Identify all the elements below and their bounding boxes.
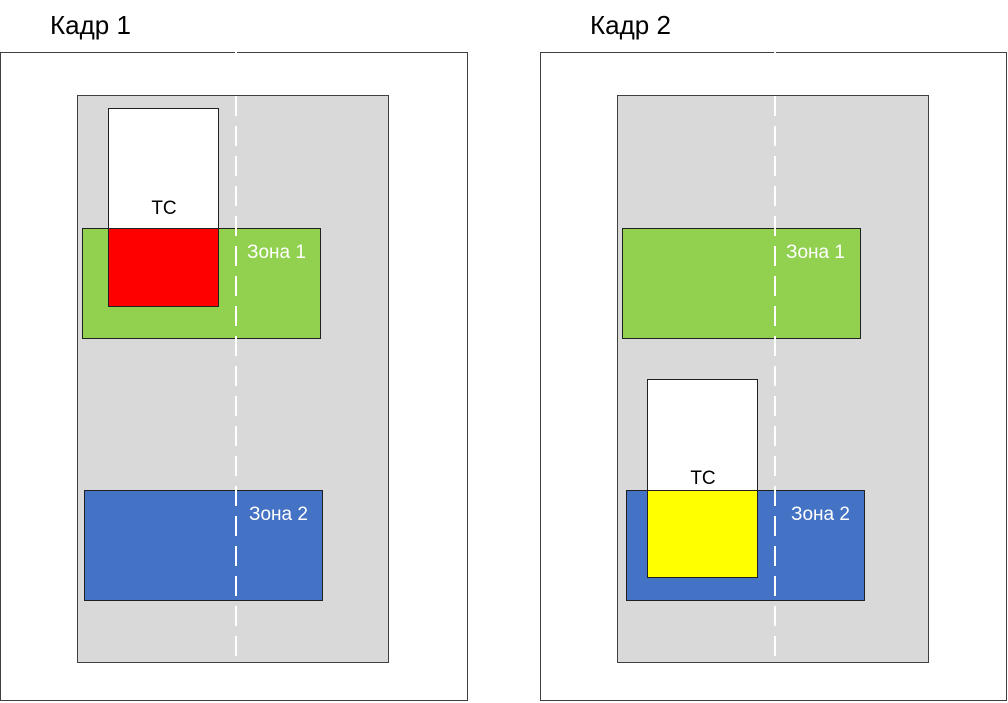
frame-1: ТС Зона 1 Зона 2 [0,48,468,701]
zone-1-label: Зона 1 [786,242,845,263]
vehicle-body [647,379,758,491]
vehicle-zone-overlap [647,490,758,578]
zone-2-label: Зона 2 [791,504,850,525]
frame-2: ТС Зона 1 Зона 2 [540,48,1007,701]
frame-1-title: Кадр 1 [50,10,131,40]
vehicle-label: ТС [151,198,176,219]
zone-1-label: Зона 1 [247,242,306,263]
vehicle-label: ТС [690,468,715,489]
zone-1 [622,228,861,339]
frame-2-title: Кадр 2 [590,10,671,40]
zone-2-label: Зона 2 [249,504,308,525]
zone-2 [84,490,323,601]
vehicle-body [108,108,219,229]
vehicle-zone-overlap [108,228,219,307]
